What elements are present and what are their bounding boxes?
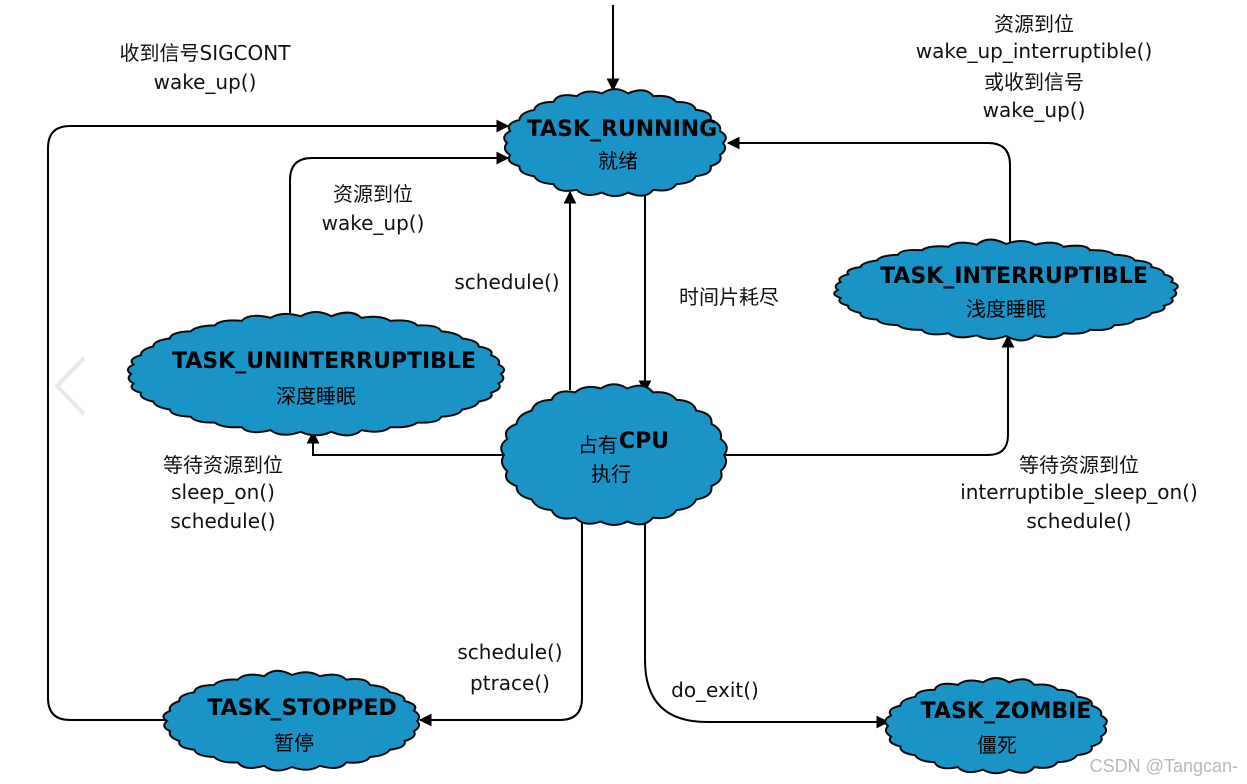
label-interruptible-to-running-line1: 资源到位 xyxy=(994,12,1074,36)
state-running-title: TASK_RUNNING xyxy=(527,117,718,142)
label-stopped-to-running-line2: wake_up() xyxy=(154,70,257,94)
state-cpu-prefix: 占有 xyxy=(578,433,618,457)
label-running-to-cpu: 时间片耗尽 xyxy=(679,285,779,309)
label-cpu-to-uninterruptible-line1: 等待资源到位 xyxy=(163,453,283,477)
label-interruptible-to-running-line2: wake_up_interruptible() xyxy=(916,39,1153,63)
label-cpu-to-stopped-line1: schedule() xyxy=(457,640,562,664)
state-interruptible-title: TASK_INTERRUPTIBLE xyxy=(880,264,1148,289)
edge-cpu-to-interruptible xyxy=(725,334,1015,456)
state-cpu-node xyxy=(500,383,728,526)
label-interruptible-to-running-line4: wake_up() xyxy=(983,98,1086,122)
state-stopped-node xyxy=(162,669,421,772)
state-interruptible-node xyxy=(833,238,1179,342)
label-cpu-to-interruptible-line2: interruptible_sleep_on() xyxy=(960,480,1198,504)
state-zombie-subtitle: 僵死 xyxy=(977,733,1017,757)
edge-cpu-to-stopped xyxy=(418,522,583,727)
edge-cpu-to-uninterruptible xyxy=(306,430,503,456)
label-cpu-to-uninterruptible-line2: sleep_on() xyxy=(171,480,275,504)
state-running-node xyxy=(503,88,727,198)
state-interruptible-subtitle: 浅度睡眠 xyxy=(966,297,1046,321)
state-uninterruptible-title: TASK_UNINTERRUPTIBLE xyxy=(172,349,476,374)
state-zombie-title: TASK_ZOMBIE xyxy=(921,699,1092,724)
label-stopped-to-running-line1: 收到信号SIGCONT xyxy=(120,41,292,65)
label-cpu-to-running: schedule() xyxy=(454,270,559,294)
label-cpu-to-interruptible-line1: 等待资源到位 xyxy=(1019,453,1139,477)
chevron-left-icon[interactable] xyxy=(54,356,86,416)
edge-cpu-to-zombie xyxy=(644,522,890,729)
watermark: CSDN @Tangcan- xyxy=(1090,756,1238,776)
state-uninterruptible-node xyxy=(126,310,506,437)
state-stopped-title: TASK_STOPPED xyxy=(207,696,396,721)
edge-stopped-to-running xyxy=(47,119,510,721)
label-cpu-to-uninterruptible-line3: schedule() xyxy=(170,509,275,533)
label-uninterruptible-to-running-line2: wake_up() xyxy=(322,211,425,235)
label-cpu-to-interruptible-line3: schedule() xyxy=(1026,509,1131,533)
label-uninterruptible-to-running-line1: 资源到位 xyxy=(333,182,413,206)
state-running-subtitle: 就绪 xyxy=(598,149,638,173)
state-stopped-subtitle: 暂停 xyxy=(274,731,314,755)
label-interruptible-to-running-line3: 或收到信号 xyxy=(984,70,1084,94)
state-cpu-title: CPU xyxy=(619,429,669,454)
edge-interruptible-to-running xyxy=(726,136,1011,245)
state-zombie-node xyxy=(884,677,1108,775)
label-cpu-to-zombie: do_exit() xyxy=(671,678,759,702)
label-cpu-to-stopped-line2: ptrace() xyxy=(470,671,550,695)
state-uninterruptible-subtitle: 深度睡眠 xyxy=(276,384,356,408)
state-cpu-subtitle: 执行 xyxy=(591,462,631,486)
edge-uninterruptible-to-running xyxy=(289,151,510,318)
